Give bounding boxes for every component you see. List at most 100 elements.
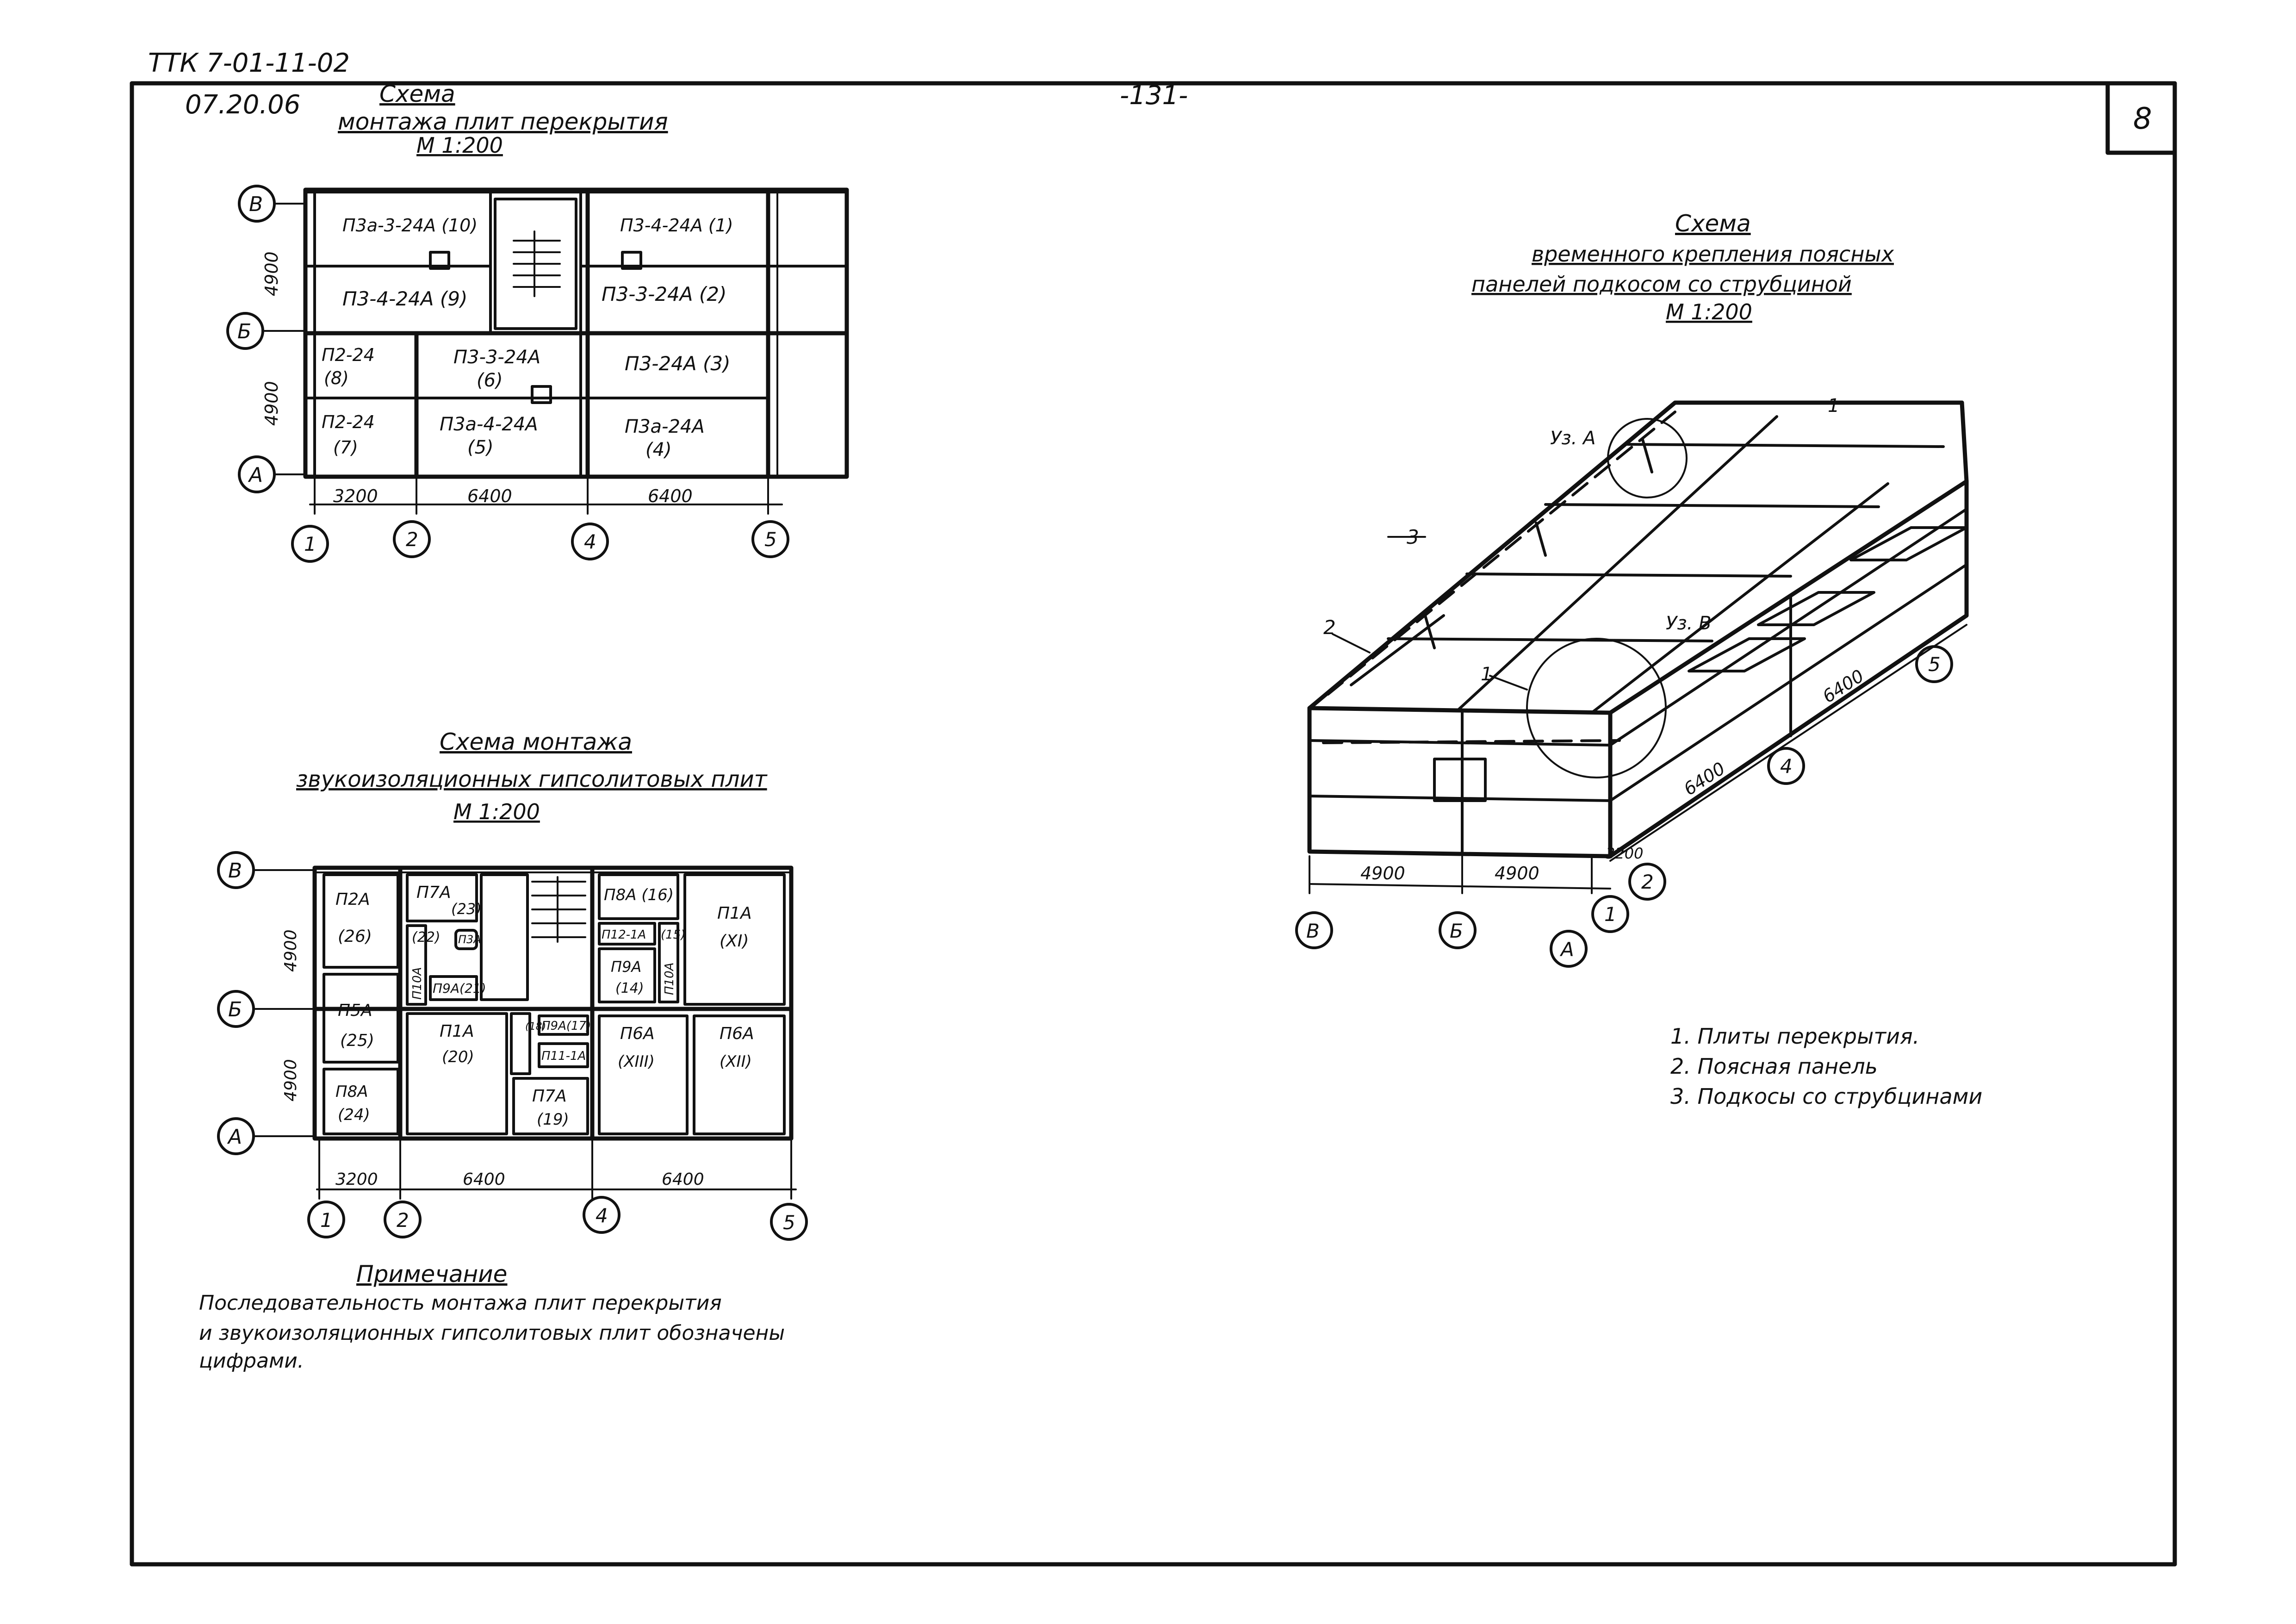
iso-dim-4900-1: 4900 [1360, 863, 1405, 884]
scheme1-axis-col-2: 2 [406, 528, 418, 551]
scheme2-axis-col-1: 1 [320, 1209, 333, 1232]
scheme1-panel-1: П3-4-24А (1) [620, 215, 733, 236]
scheme2-scale: М 1:200 [453, 799, 540, 824]
callout-2: 2 [1323, 616, 1336, 639]
node-b-label: Уз. В [1666, 613, 1712, 634]
scheme1-axis-col-1: 1 [304, 533, 316, 555]
iso-axis-v: В [1306, 920, 1320, 942]
scheme2-18: (18) [525, 1021, 546, 1033]
scheme2-p12-1a: П12-1А [602, 928, 646, 942]
note-line2: и звукоизоляционных гипсолитовых плит об… [199, 1321, 785, 1345]
iso-axis-5: 5 [1928, 653, 1941, 676]
scheme1-panel-4-num: (4) [645, 439, 672, 460]
scheme3-title-line1: Схема [1675, 210, 1751, 237]
note-block: Примечание Последовательность монтажа пл… [199, 1261, 785, 1373]
scheme2-15: (15) [661, 928, 685, 942]
scheme1-axis-col-5: 5 [764, 528, 777, 551]
scheme2-p8a: П8А [335, 1083, 368, 1101]
scheme1-dim-h2: 6400 [467, 486, 512, 506]
scheme1-scale: М 1:200 [416, 133, 503, 158]
callout-1-top: 1 [1828, 395, 1839, 417]
scheme2-title-line1: Схема монтажа [440, 728, 632, 755]
page-number: -131- [1120, 81, 1188, 111]
iso-axis-4: 4 [1780, 755, 1793, 778]
iso-dim-3200: 3200 [1606, 845, 1643, 862]
callout-1-mid: 1 [1481, 664, 1492, 685]
isometric-building [1295, 400, 1969, 968]
scheme2-dim-v2: 4900 [281, 1059, 300, 1101]
scheme3-title-line2: временного крепления поясных [1532, 242, 1894, 267]
scheme1-panel-4-name: П3а-24А [625, 416, 705, 437]
scheme2-p6a-xii-num: (XII) [720, 1052, 752, 1071]
scheme2-p8a-16: П8А (16) [604, 886, 674, 904]
legend-item-1: 1. Плиты перекрытия. [1670, 1024, 1919, 1049]
scheme-temporary-fastening: Схема временного крепления поясных панел… [1295, 210, 1982, 1109]
callout-3: 3 [1407, 526, 1419, 548]
scheme1-title-line1: Схема [379, 81, 455, 107]
scheme2-p2a-num: (26) [338, 927, 372, 946]
scheme1-panel-5-num: (5) [467, 437, 494, 458]
scheme2-22: (22) [412, 929, 441, 946]
scheme1-axis-row-a: А [248, 463, 263, 487]
scheme3-title-line3: панелей подкосом со струбциной [1471, 272, 1852, 297]
scheme1-dim-h1: 3200 [333, 486, 378, 506]
scheme1-panel-6-num: (6) [477, 370, 503, 391]
scheme2-plan-grid [312, 865, 794, 1141]
scheme1-axis-row-b: Б [237, 320, 251, 343]
scheme2-p1a-num: (20) [442, 1048, 474, 1066]
scheme2-axis-col-4: 4 [596, 1204, 608, 1227]
scheme2-p5a: П5А [338, 1001, 372, 1020]
iso-axis-1: 1 [1604, 903, 1617, 926]
scheme1-plan-grid [303, 187, 849, 479]
scheme2-p10a-left: П10А [410, 967, 424, 1000]
scheme2-p3a: П3А [458, 933, 481, 946]
scheme3-scale: М 1:200 [1666, 299, 1752, 324]
scheme2-axis-col-2: 2 [397, 1209, 409, 1232]
scheme2-p9a-14: (14) [615, 980, 644, 996]
scheme2-p7a-19-num: (19) [537, 1110, 569, 1129]
scheme2-dim-v1: 4900 [281, 929, 300, 972]
scheme1-panel-3: П3-24А (3) [625, 352, 730, 375]
iso-axis-b: Б [1450, 920, 1463, 942]
scheme2-p11-1a: П11-1А [541, 1049, 586, 1063]
scheme2-dim-h3: 6400 [662, 1170, 704, 1189]
note-title: Примечание [356, 1261, 507, 1288]
iso-axis-a: А [1559, 938, 1574, 961]
scheme2-p5a-num: (25) [340, 1031, 374, 1050]
scheme-soundproof-mounting: Схема монтажа звукоизоляционных гипсолит… [217, 728, 808, 1241]
scheme1-panel-7-name: П2-24 [322, 412, 375, 432]
scheme3-legend: 1. Плиты перекрытия. 2. Поясная панель 3… [1670, 1024, 1982, 1109]
scheme2-p9a-17: П9А(17) [541, 1019, 591, 1033]
scheme2-axis-row-a: А [227, 1125, 242, 1149]
scheme1-panel-8-num: (8) [324, 368, 349, 388]
scheme2-p2a: П2А [335, 890, 370, 909]
scheme2-p1a: П1А [440, 1022, 474, 1041]
doc-code: ТТК 7-01-11-02 [148, 48, 350, 78]
scheme1-panel-2: П3-3-24А (2) [602, 283, 726, 305]
scheme1-panel-10: П3а-3-24А (10) [342, 215, 478, 236]
scheme1-panel-5-name: П3а-4-24А [440, 414, 538, 435]
scheme2-p1a-xi: П1А [717, 904, 752, 923]
scheme1-dim-h3: 6400 [648, 486, 693, 506]
scheme1-axis-rows [226, 185, 306, 493]
note-line3: цифрами. [199, 1349, 304, 1373]
scheme2-p9a-21: П9А(21) [433, 981, 486, 996]
scheme2-p7a: П7А [416, 883, 451, 902]
scheme2-axis-row-b: Б [228, 998, 242, 1021]
scheme2-title-line2: звукоизоляционных гипсолитовых плит [296, 766, 768, 792]
scheme-slab-mounting: Схема монтажа плит перекрытия М 1:200 [226, 81, 849, 563]
sheet-frame [130, 81, 2177, 1567]
scheme1-dim-v1: 4900 [261, 251, 282, 296]
scheme2-p7a-19: П7А [532, 1087, 567, 1106]
scheme1-dim-v2: 4900 [261, 381, 282, 426]
scheme2-p10a-right: П10А [663, 963, 676, 995]
scheme2-p8a-num: (24) [338, 1106, 370, 1124]
scheme2-p6a-xiii: П6А [620, 1024, 655, 1043]
scheme2-p7a-num: (23) [451, 900, 482, 918]
legend-item-3: 3. Подкосы со струбцинами [1670, 1084, 1982, 1109]
scheme1-axis-col-4: 4 [584, 530, 596, 553]
legend-item-2: 2. Поясная панель [1670, 1054, 1878, 1079]
scheme1-axis-row-v: В [249, 193, 263, 216]
scheme2-axis-col-5: 5 [783, 1211, 795, 1234]
scheme2-p6a-xii: П6А [720, 1024, 754, 1043]
